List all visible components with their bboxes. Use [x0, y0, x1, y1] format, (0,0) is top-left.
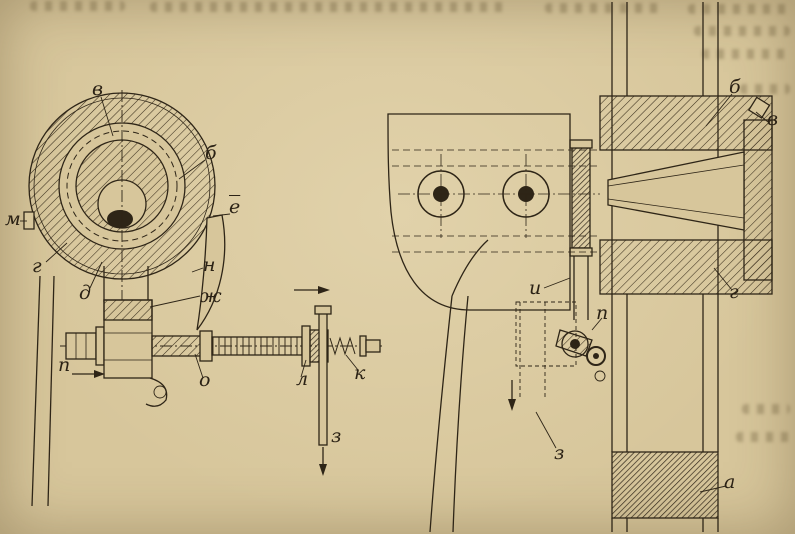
mounting-bracket	[387, 113, 600, 311]
motion-arrows	[72, 286, 330, 476]
label-left-m: м	[5, 208, 21, 230]
release-lever	[196, 214, 226, 331]
pull-rod	[314, 305, 332, 446]
leader-lines-left	[20, 96, 359, 379]
label-left-d: д	[79, 282, 92, 304]
label-left-v: в	[92, 78, 104, 100]
machine-column	[611, 2, 719, 532]
bleedthrough-text	[30, 1, 125, 11]
bleedthrough-text	[736, 432, 790, 442]
label-right-i: и	[529, 277, 542, 299]
column-base-section	[611, 451, 719, 519]
label-left-o: о	[199, 369, 211, 391]
clamp-bolt-assembly	[60, 299, 382, 407]
label-left-g: г	[32, 255, 42, 277]
label-left-b: б	[205, 142, 217, 164]
label-right-p: п	[596, 302, 609, 324]
label-right-b: б	[729, 76, 741, 98]
bleedthrough-text	[150, 2, 510, 12]
hex-bolt-head	[65, 332, 97, 360]
label-left-zh: ж	[200, 285, 222, 307]
gib-strip	[571, 147, 591, 249]
threaded-rod	[211, 336, 303, 356]
label-left-z: з	[331, 425, 342, 447]
label-left-l: л	[296, 368, 309, 390]
label-left-e: е	[229, 196, 241, 218]
eccentric-wheel	[23, 90, 216, 300]
wheel-stop-tab	[23, 211, 35, 230]
arrow-down	[508, 380, 516, 411]
label-right-a: а	[724, 471, 736, 493]
clamping-hub	[569, 95, 773, 295]
label-left-n: н	[203, 254, 216, 276]
bleedthrough-text	[740, 84, 790, 94]
label-left-k: к	[354, 362, 366, 384]
label-left-p: п	[58, 354, 71, 376]
bleedthrough-text	[545, 3, 665, 13]
side-view-drawing	[387, 2, 773, 533]
spring	[329, 336, 356, 356]
locking-lever-mechanism	[515, 256, 606, 400]
label-right-z: з	[554, 442, 565, 464]
cone-bore	[607, 151, 745, 231]
leader-lines-right	[535, 93, 769, 493]
label-right-g: г	[729, 281, 739, 303]
machine-body-curves	[429, 239, 489, 533]
label-right-v: в	[767, 108, 779, 130]
bleedthrough-text	[688, 4, 790, 14]
bleedthrough-text	[694, 26, 790, 36]
front-view-drawing	[20, 90, 382, 507]
set-screw	[747, 96, 771, 119]
bleedthrough-text	[702, 49, 790, 59]
latch-hook	[145, 377, 168, 407]
bleedthrough-text	[742, 404, 790, 414]
